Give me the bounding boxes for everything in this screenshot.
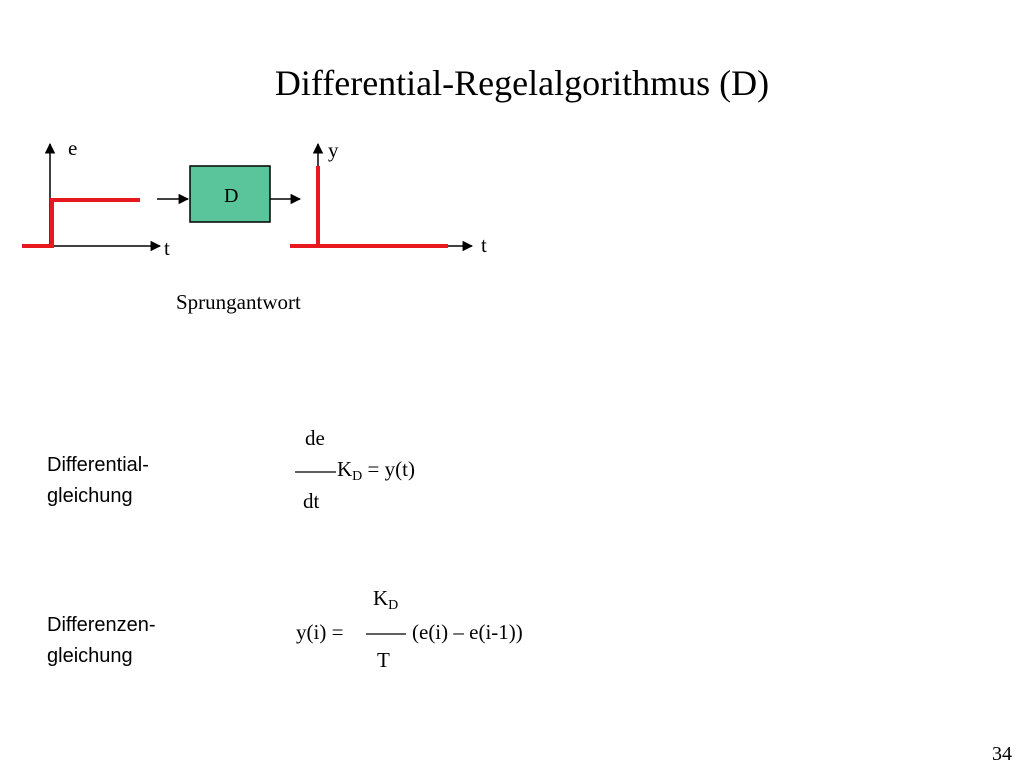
input-x-axis-label: t: [164, 236, 170, 260]
d-block-label: D: [224, 185, 239, 207]
difference-lhs: y(i) =: [296, 620, 344, 644]
difference-label-line2: gleichung: [47, 645, 133, 667]
difference-denominator: T: [377, 648, 390, 672]
differential-k-subscript: D: [352, 469, 363, 484]
difference-numerator: KD: [373, 586, 399, 613]
difference-k: K: [373, 586, 389, 610]
difference-label-line1: Differenzen-: [47, 614, 156, 636]
page-number: 34: [992, 743, 1012, 765]
differential-rhs: KD = y(t): [337, 457, 415, 484]
input-y-axis-label: e: [68, 136, 78, 160]
difference-rhs: (e(i) – e(i-1)): [412, 620, 523, 644]
output-x-axis-label: t: [481, 233, 487, 257]
difference-equation-label: Differenzen- gleichung: [47, 610, 156, 672]
differential-label-line2: gleichung: [47, 485, 133, 507]
output-y-axis-label: y: [328, 138, 339, 162]
differential-label-line1: Differential-: [47, 454, 149, 476]
differential-numerator: de: [305, 426, 325, 450]
output-impulse-signal: [290, 166, 448, 248]
input-step-signal: [22, 198, 140, 248]
diagram-caption: Sprungantwort: [176, 290, 301, 314]
differential-rhs-text: = y(t): [367, 457, 415, 481]
difference-k-subscript: D: [388, 598, 399, 613]
slide-title: Differential-Regelalgorithmus (D): [274, 63, 770, 103]
d-block: [189, 165, 271, 223]
differential-k: K: [337, 457, 353, 481]
differential-denominator: dt: [303, 489, 320, 513]
differential-equation-label: Differential- gleichung: [47, 450, 149, 512]
